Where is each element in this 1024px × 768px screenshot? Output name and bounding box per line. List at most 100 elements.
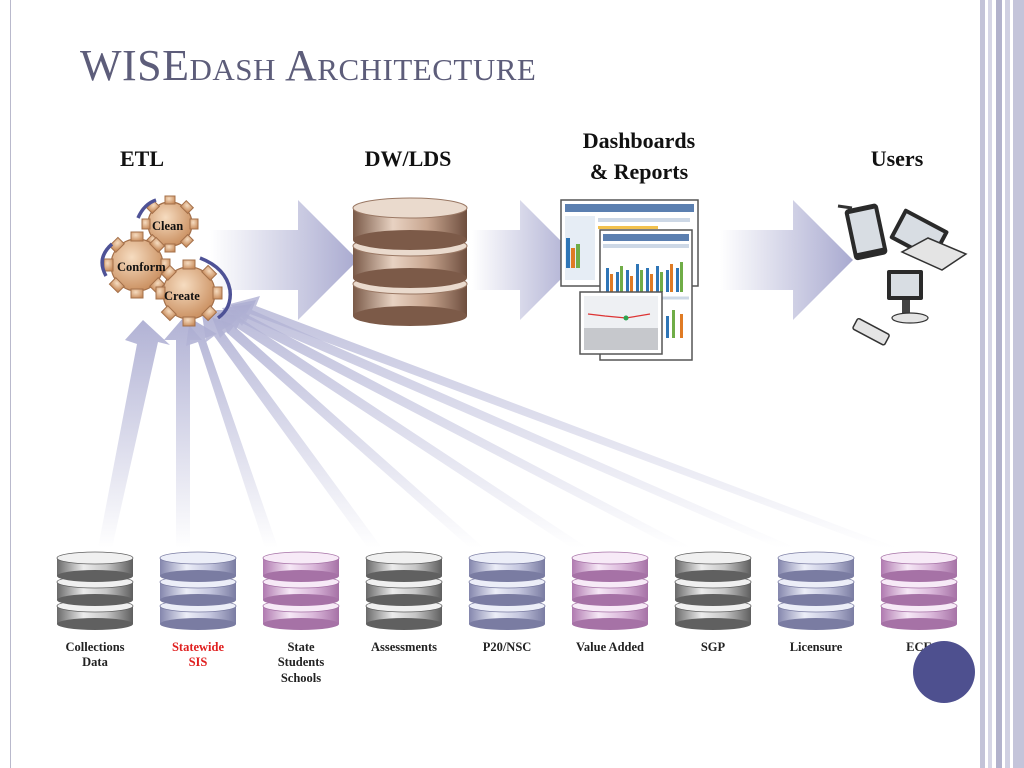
source-label: P20/NSC (457, 640, 557, 655)
database-cylinder-base (778, 618, 854, 630)
title-main: WISE (80, 41, 190, 90)
database-cylinder-base (263, 594, 339, 606)
source-label-line: Value Added (576, 640, 644, 654)
source-arrow (216, 310, 588, 548)
source-label-line: P20/NSC (482, 640, 532, 654)
etl-step-conform: Conform (117, 260, 166, 274)
cycle-arrow-icon (136, 198, 157, 219)
source-databases (56, 551, 958, 630)
database-cylinder-base (778, 594, 854, 606)
stage-label-dashboards-line2: & Reports (589, 158, 689, 184)
gear-create-icon (155, 259, 223, 327)
source-label-line: Students (277, 655, 325, 670)
source-label-line: SGP (700, 640, 726, 654)
database-cylinder-base (469, 570, 545, 582)
source-database-icon (468, 551, 546, 630)
source-label: Licensure (766, 640, 866, 655)
decorative-dot (913, 641, 975, 703)
database-cylinder-top (468, 551, 546, 565)
source-database-icon (159, 551, 237, 630)
database-cylinder-base (778, 570, 854, 582)
page-title: WISEdash Architecture (80, 40, 536, 91)
source-arrow (98, 320, 170, 548)
database-cylinder-top (880, 551, 958, 565)
source-arrows (98, 296, 898, 548)
database-cylinder-base (57, 594, 133, 606)
source-arrow (222, 304, 692, 548)
source-arrow (202, 314, 382, 548)
database-cylinder-top (56, 551, 134, 565)
user-devices-icon (837, 203, 968, 346)
database-cylinder-base (469, 594, 545, 606)
database-cylinder-base (881, 618, 957, 630)
source-label-line: SIS (188, 655, 208, 670)
right-border-band (1013, 0, 1024, 768)
flow-arrow-etl-to-dw (210, 200, 358, 320)
database-cylinder-base (572, 570, 648, 582)
source-database-icon (777, 551, 855, 630)
stage-label-dashboards: Dashboards & Reports (548, 126, 730, 188)
database-cylinder-base (675, 594, 751, 606)
right-border-band (988, 0, 992, 768)
database-cylinder-base (572, 594, 648, 606)
source-database-icon (880, 551, 958, 630)
source-label-line: Collections (65, 640, 125, 654)
database-cylinder-base (366, 594, 442, 606)
stage-label-dw: DW/LDS (364, 146, 452, 171)
database-cylinder-base (469, 618, 545, 630)
source-label: Assessments (354, 640, 454, 655)
source-label-line: Licensure (789, 640, 843, 654)
right-border-band (996, 0, 1002, 768)
gear-conform-icon (103, 231, 171, 299)
database-cylinder-base (881, 594, 957, 606)
cycle-arrow-icon (100, 242, 114, 277)
database-cylinder-base (572, 618, 648, 630)
database-cylinder-base (366, 618, 442, 630)
source-arrow (186, 318, 278, 548)
flow-arrow-dw-to-dashboards (472, 200, 580, 320)
etl-gears (100, 195, 232, 327)
database-cylinder-top (571, 551, 649, 565)
etl-step-clean: Clean (152, 219, 184, 233)
source-label-line: Schools (280, 670, 322, 685)
database-cylinder-base (881, 570, 957, 582)
database-cylinder-base (675, 570, 751, 582)
database-cylinder-base (160, 594, 236, 606)
source-label-line: State (287, 640, 315, 654)
database-cylinder-base (57, 618, 133, 630)
stage-label-etl: ETL (119, 146, 165, 171)
source-label: SGP (663, 640, 763, 655)
database-cylinder-base (675, 618, 751, 630)
database-cylinder-top (159, 551, 237, 565)
source-database-icon (262, 551, 340, 630)
right-border-band (980, 0, 985, 768)
source-database-icon (674, 551, 752, 630)
database-cylinder-base (57, 570, 133, 582)
source-arrow (226, 300, 796, 548)
database-cylinder-base (160, 618, 236, 630)
title-small-caps: dash Architecture (189, 41, 537, 90)
gear-clean-icon (141, 195, 199, 253)
etl-step-create: Create (164, 289, 200, 303)
database-cylinder-base (263, 618, 339, 630)
dashboard-screens-icon (560, 199, 699, 361)
dw-database-icon (352, 197, 468, 326)
right-border-band (1005, 0, 1010, 768)
database-cylinder-base (263, 570, 339, 582)
database-cylinder-top (365, 551, 443, 565)
source-arrow (210, 312, 484, 548)
source-label-line: Statewide (171, 640, 225, 654)
database-cylinder-top (674, 551, 752, 565)
database-cylinder-base (366, 570, 442, 582)
source-database-icon (56, 551, 134, 630)
source-arrow (164, 318, 202, 548)
database-cylinder-base (160, 570, 236, 582)
source-database-icon (365, 551, 443, 630)
database-cylinder-top (262, 551, 340, 565)
source-label-line: Assessments (371, 640, 437, 654)
cycle-arrow-icon (199, 256, 232, 320)
